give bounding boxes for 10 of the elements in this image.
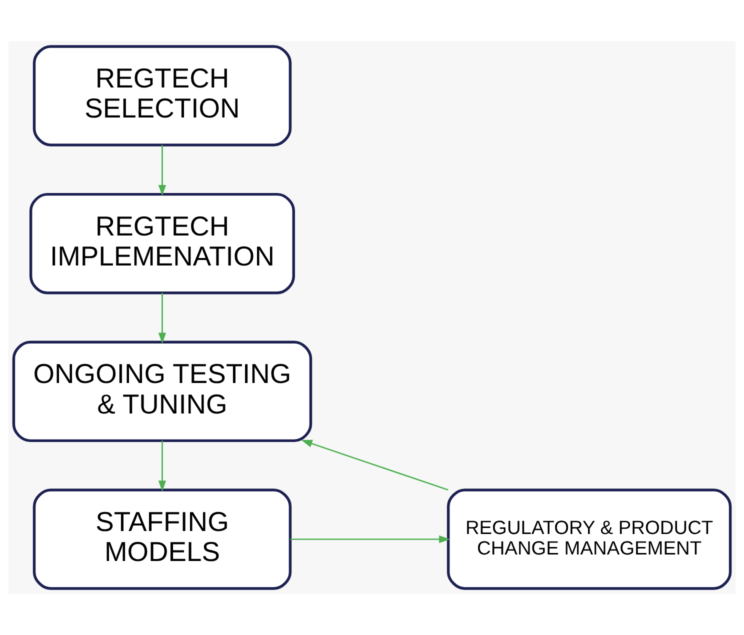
node-box: STAFFING MODELS (32, 488, 292, 590)
arrow (290, 535, 450, 544)
arrow (158, 292, 166, 344)
node-box: REGTECH SELECTION (32, 45, 292, 146)
arrow (158, 440, 166, 492)
node-box: ONGOING TESTING & TUNING (12, 340, 312, 442)
arrow (301, 440, 448, 491)
node-box: REGTECH IMPLEMENATION (29, 192, 295, 294)
node-box: REGULATORY & PRODUCT CHANGE MANAGEMENT (446, 488, 732, 590)
arrow (158, 145, 166, 196)
